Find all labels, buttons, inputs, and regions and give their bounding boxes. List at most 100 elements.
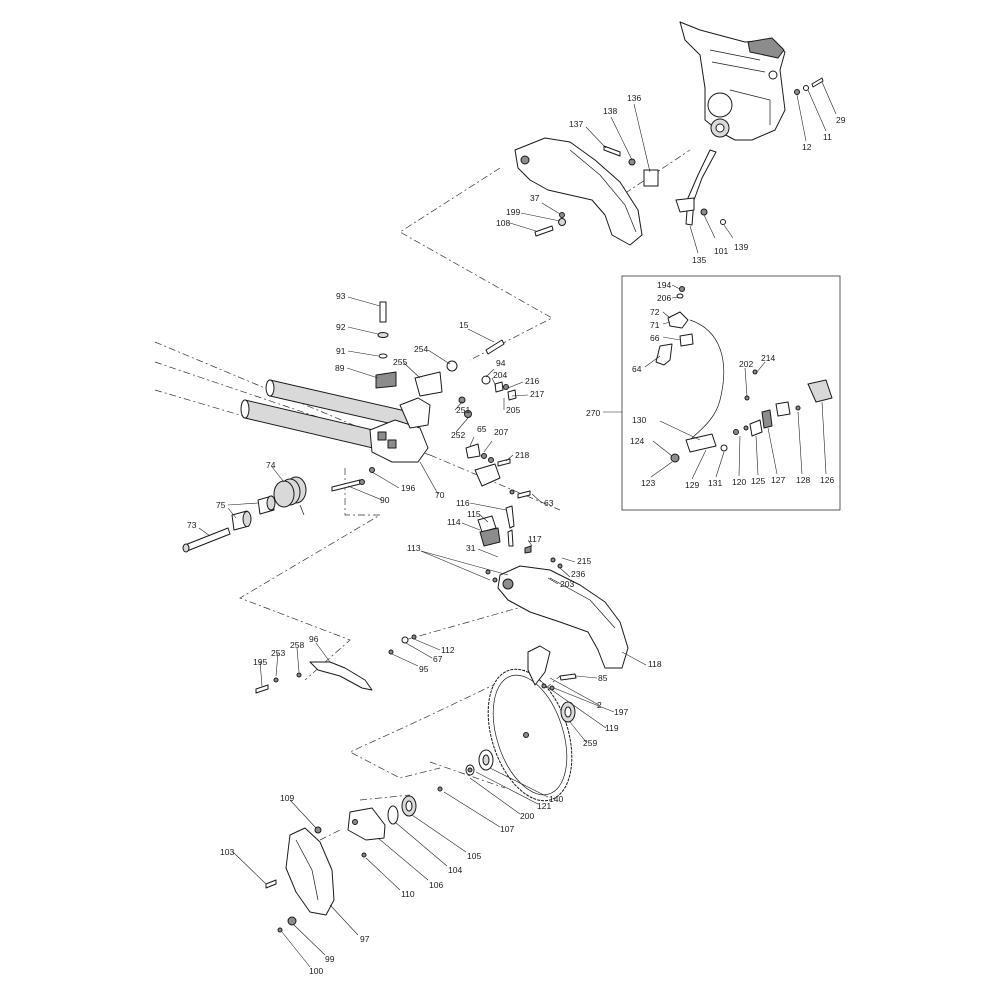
callout-116: 116 [456, 498, 470, 508]
callout-136: 136 [627, 93, 641, 103]
callout-63: 63 [544, 498, 554, 508]
callout-127: 127 [771, 475, 785, 485]
callout-66: 66 [650, 333, 660, 343]
callout-215: 215 [577, 556, 591, 566]
callout-131: 131 [708, 478, 722, 488]
callout-37: 37 [530, 193, 540, 203]
callout-112: 112 [441, 645, 455, 655]
rail-holder-70 [369, 397, 431, 463]
callout-216: 216 [525, 376, 539, 386]
bracket-135 [675, 149, 717, 226]
callout-29: 29 [836, 115, 846, 125]
callout-110: 110 [401, 889, 415, 899]
callout-64: 64 [632, 364, 642, 374]
callout-89: 89 [335, 363, 345, 373]
flange-stack [437, 749, 494, 792]
callout-206: 206 [657, 293, 671, 303]
saw-blade [487, 668, 573, 802]
callout-251: 251 [456, 405, 470, 415]
callout-106: 106 [429, 880, 443, 890]
callout-255: 255 [393, 357, 407, 367]
callout-137: 137 [569, 119, 583, 129]
callout-270: 270 [586, 408, 600, 418]
callout-138: 138 [603, 106, 617, 116]
pin-90-196 [331, 467, 375, 492]
callout-85: 85 [598, 673, 608, 683]
callout-126: 126 [820, 475, 834, 485]
callout-253: 253 [271, 648, 285, 658]
callout-258: 258 [290, 640, 304, 650]
callout-119: 119 [605, 723, 619, 733]
callout-71: 71 [650, 320, 660, 330]
link-plate-96 [255, 634, 417, 694]
callout-105: 105 [467, 851, 481, 861]
lower-arm-118 [485, 557, 629, 669]
callout-109: 109 [280, 793, 294, 803]
callout-196: 196 [401, 483, 415, 493]
callout-205: 205 [506, 405, 520, 415]
callout-75: 75 [216, 500, 226, 510]
fastener-parts-top [534, 77, 824, 237]
callout-12: 12 [802, 142, 812, 152]
callout-125: 125 [751, 476, 765, 486]
callout-203: 203 [560, 579, 574, 589]
callout-117: 117 [528, 534, 542, 544]
callout-217: 217 [530, 389, 544, 399]
callout-197: 197 [614, 707, 628, 717]
small-parts-rail [375, 301, 517, 418]
assembly-dashed-lines [154, 149, 691, 841]
callout-103: 103 [220, 847, 234, 857]
leader-lines [198, 81, 837, 968]
sleeve-75 [231, 495, 276, 531]
callout-135: 135 [692, 255, 706, 265]
callout-195: 195 [253, 657, 267, 667]
callout-74: 74 [266, 460, 276, 470]
callout-259: 259 [583, 738, 597, 748]
callout-31: 31 [466, 543, 476, 553]
callout-100: 100 [309, 966, 323, 976]
callout-202: 202 [739, 359, 753, 369]
callout-139: 139 [734, 242, 748, 252]
switch-assembly [655, 286, 833, 463]
callout-114: 114 [447, 517, 461, 527]
callout-2: 2 [597, 700, 602, 710]
shaft-73 [182, 527, 231, 553]
callout-15: 15 [459, 320, 469, 330]
callout-130: 130 [632, 415, 646, 425]
callout-labels: 29 11 12 136 138 137 37 199 108 135 101 … [187, 93, 846, 976]
callout-99: 99 [325, 954, 335, 964]
callout-204: 204 [493, 370, 507, 380]
switch-assembly-inset-box [621, 275, 841, 511]
callout-218: 218 [515, 450, 529, 460]
spring-74 [273, 476, 307, 516]
callout-124: 124 [630, 436, 644, 446]
callout-207: 207 [494, 427, 508, 437]
callout-108: 108 [496, 218, 510, 228]
callout-95: 95 [419, 664, 429, 674]
callout-91: 91 [336, 346, 346, 356]
callout-236: 236 [571, 569, 585, 579]
callout-96: 96 [309, 634, 319, 644]
upper-blade-guard [514, 137, 643, 246]
flange-259 [560, 701, 576, 723]
callout-128: 128 [796, 475, 810, 485]
slide-rails [240, 379, 411, 453]
callout-252: 252 [451, 430, 465, 440]
callout-67: 67 [433, 654, 443, 664]
callout-73: 73 [187, 520, 197, 530]
callout-115: 115 [467, 509, 481, 519]
callout-107: 107 [500, 824, 514, 834]
callout-121: 121 [537, 801, 551, 811]
bearing-ring-104 [387, 795, 417, 825]
callout-254: 254 [414, 344, 428, 354]
callout-11: 11 [823, 132, 832, 142]
callout-113: 113 [407, 543, 421, 553]
callout-97: 97 [360, 934, 370, 944]
callout-65: 65 [477, 424, 487, 434]
lock-parts [465, 443, 532, 554]
riving-parts-85-119 [527, 645, 577, 691]
callout-104: 104 [448, 865, 462, 875]
callout-94: 94 [496, 358, 506, 368]
